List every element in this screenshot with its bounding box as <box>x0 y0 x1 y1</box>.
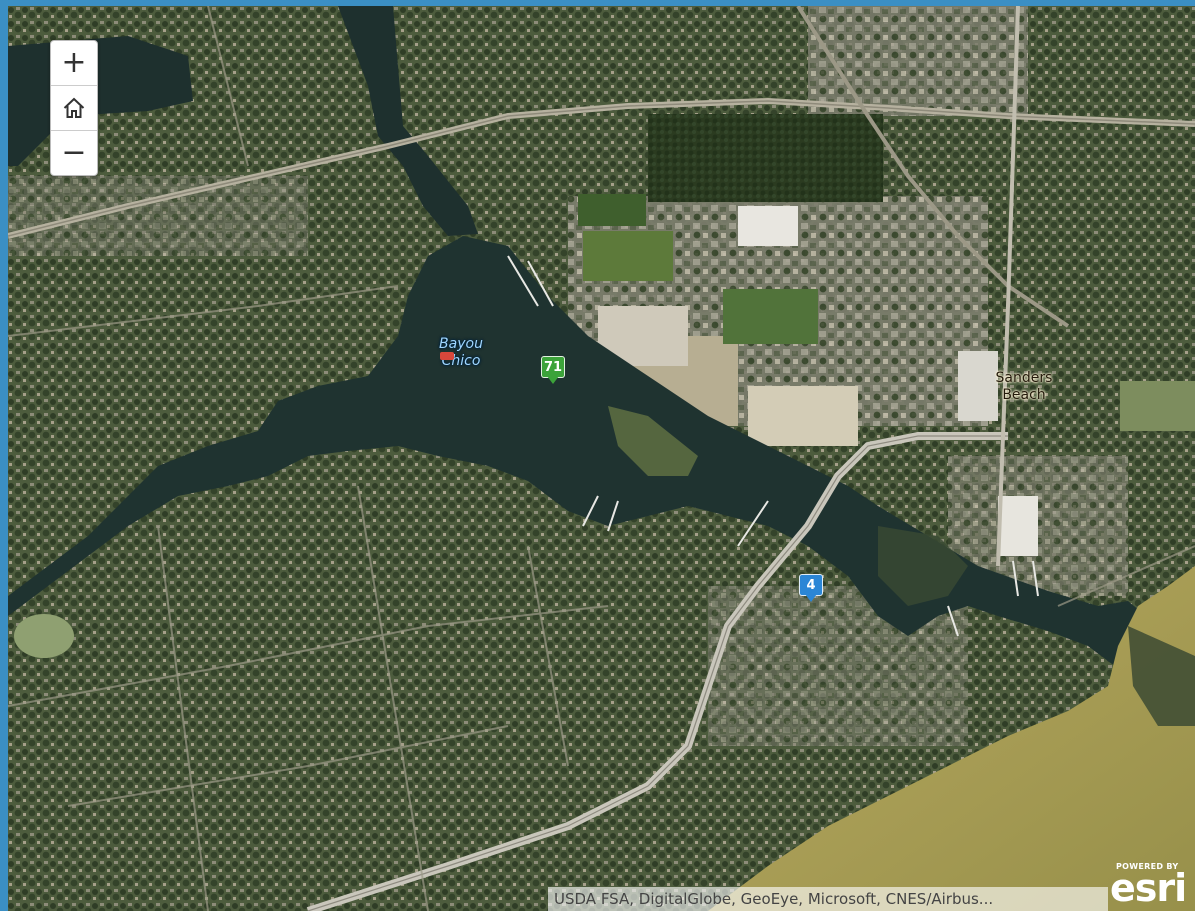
map-marker-4[interactable]: 4 <box>799 574 823 602</box>
place-label-line1: Sanders <box>995 370 1053 386</box>
esri-wordmark: esri <box>1110 866 1187 910</box>
map-marker-71[interactable]: 71 <box>541 356 565 384</box>
plus-icon: + <box>61 45 87 80</box>
powered-by-text: POWERED BY <box>1116 862 1179 871</box>
marker-pointer <box>547 376 559 384</box>
map-view[interactable]: + − Bayou Chico Sanders Beach 71 4 <box>8 6 1195 911</box>
map-attribution[interactable]: USDA FSA, DigitalGlobe, GeoEye, Microsof… <box>548 887 1108 911</box>
water-label-bayou-chico: Bayou Chico <box>426 336 496 370</box>
home-button[interactable] <box>51 86 97 131</box>
place-label-sanders-beach: Sanders Beach <box>982 370 1066 404</box>
home-icon <box>63 97 85 118</box>
water-label-line2: Chico <box>441 353 481 369</box>
minus-icon: − <box>61 135 87 170</box>
zoom-in-button[interactable]: + <box>51 41 97 86</box>
marker-label: 4 <box>799 574 823 596</box>
marker-pointer <box>805 594 817 602</box>
zoom-control: + − <box>50 40 98 176</box>
water-label-line1: Bayou <box>439 336 483 352</box>
zoom-out-button[interactable]: − <box>51 131 97 175</box>
place-label-line2: Beach <box>1002 387 1046 403</box>
satellite-imagery[interactable] <box>8 6 1195 911</box>
camera-point-icon[interactable] <box>440 352 454 360</box>
marker-label: 71 <box>541 356 565 378</box>
esri-logo[interactable]: POWERED BY esri <box>1108 858 1195 910</box>
